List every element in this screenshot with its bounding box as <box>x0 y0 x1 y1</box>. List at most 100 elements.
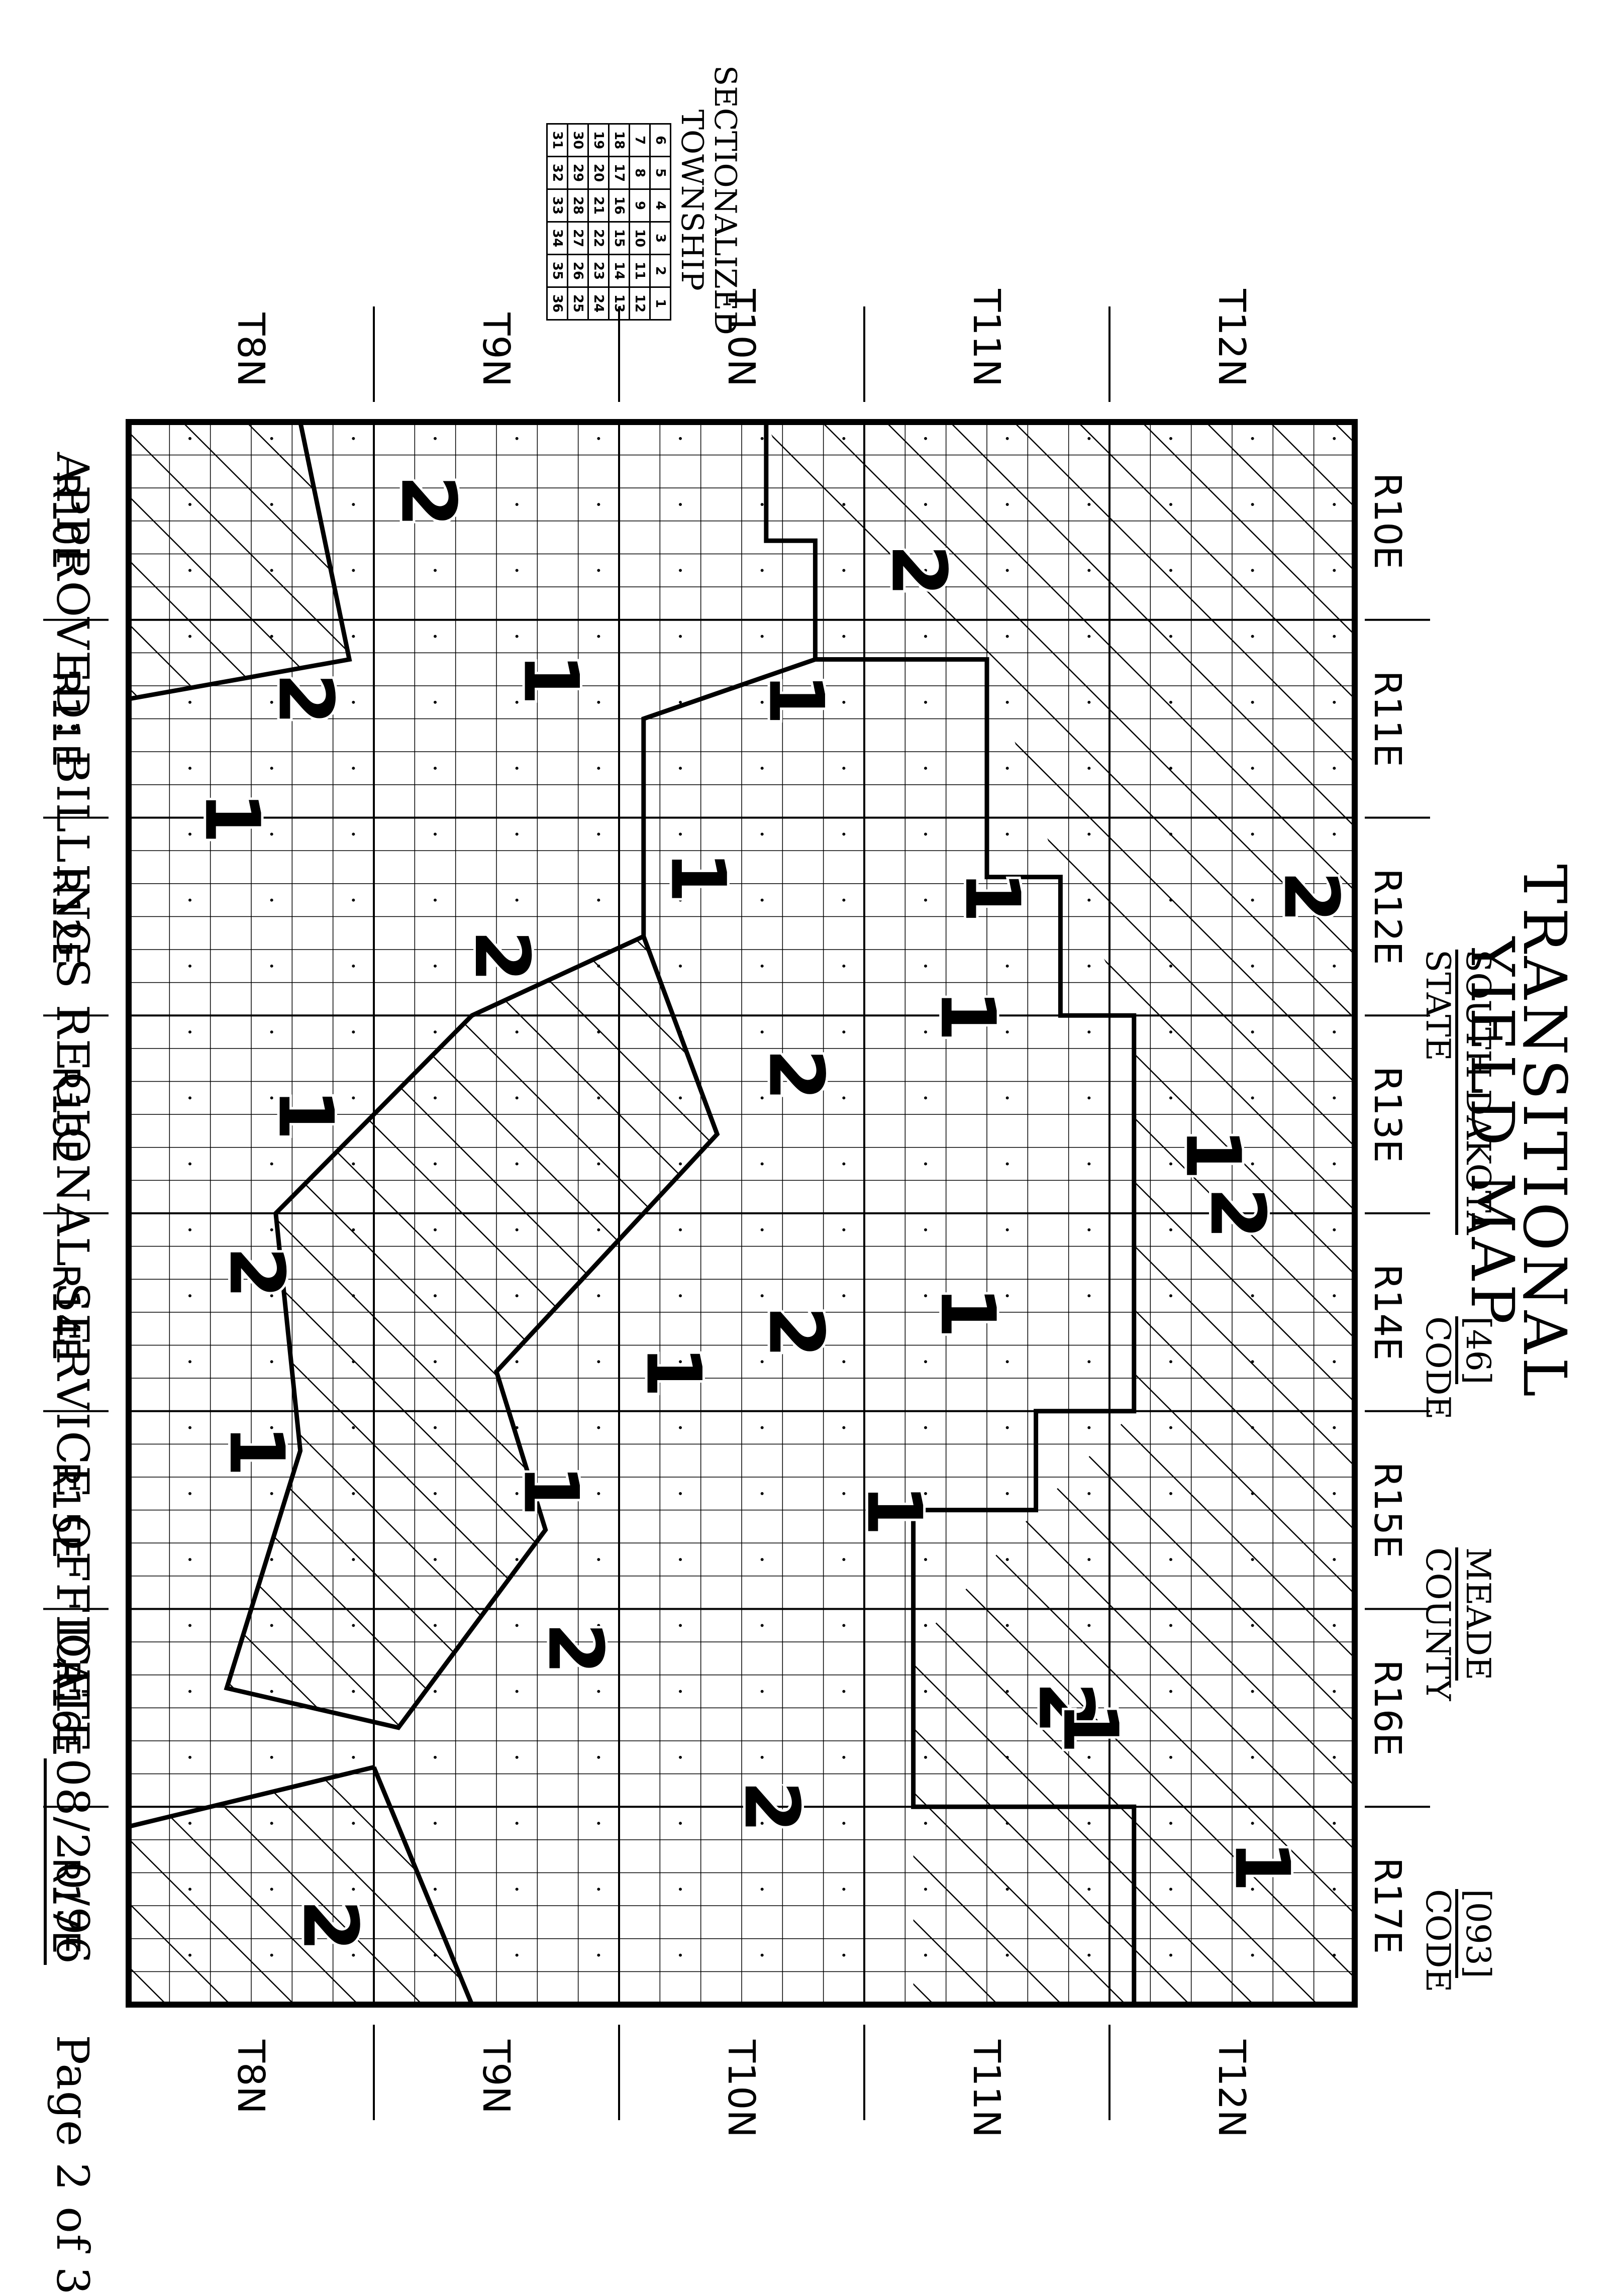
section-dot <box>1333 1096 1336 1100</box>
section-dot <box>515 1822 519 1825</box>
section-dot <box>1087 1228 1091 1231</box>
zone-label: 2 <box>1022 1682 1109 1734</box>
zone-label: 2 <box>752 1306 840 1358</box>
section-dot <box>1005 1624 1009 1627</box>
section-dot <box>760 503 764 506</box>
section-dot <box>1169 1822 1172 1825</box>
zone-label: 1 <box>213 1424 300 1477</box>
section-dot <box>842 767 846 770</box>
section-dot <box>924 1426 927 1429</box>
section-dot <box>270 1294 273 1298</box>
section-dot <box>188 898 191 902</box>
section-dot <box>1087 1888 1091 1891</box>
section-dot <box>1333 700 1336 704</box>
section-dot <box>1333 1228 1336 1231</box>
section-dot <box>1169 767 1172 770</box>
section-dot <box>188 503 191 506</box>
section-dot <box>679 635 682 638</box>
section-dot <box>1251 1294 1254 1298</box>
section-dot <box>188 1162 191 1166</box>
section-dot <box>924 635 927 638</box>
section-dot <box>760 635 764 638</box>
section-dot <box>924 1822 927 1825</box>
section-dot <box>679 569 682 572</box>
section-dot <box>188 1690 191 1693</box>
section-dot <box>270 1690 273 1693</box>
section-dot <box>597 1294 600 1298</box>
section-dot <box>1333 635 1336 638</box>
section-dot <box>352 1294 355 1298</box>
section-dot <box>1087 767 1091 770</box>
section-dot <box>188 1888 191 1891</box>
section-dot <box>515 569 519 572</box>
section-dot <box>1333 1690 1336 1693</box>
section-dot <box>515 1228 519 1231</box>
section-dot <box>597 1953 600 1957</box>
section-dot <box>1005 1690 1009 1693</box>
section-dot <box>597 898 600 902</box>
range-label-bottom: R11E <box>44 670 87 767</box>
zone-label: 2 <box>384 475 472 527</box>
section-dot <box>1169 635 1172 638</box>
section-dot <box>924 1162 927 1166</box>
section-dot <box>842 1096 846 1100</box>
section-dot <box>1087 1822 1091 1825</box>
section-dot <box>1251 1030 1254 1034</box>
section-dot <box>842 700 846 704</box>
footer-page: Page 2 of 3 <box>47 2035 98 2296</box>
section-dot <box>1169 1360 1172 1364</box>
section-dot <box>1087 1690 1091 1693</box>
section-dot <box>270 1096 273 1100</box>
section-dot <box>1333 1558 1336 1561</box>
section-dot <box>1333 569 1336 572</box>
section-dot <box>434 832 437 836</box>
section-dot <box>1251 437 1254 440</box>
section-dot <box>597 437 600 440</box>
section-dot <box>1169 1096 1172 1100</box>
section-dot <box>1169 1888 1172 1891</box>
section-dot <box>352 1360 355 1364</box>
section-dot <box>679 1492 682 1495</box>
section-dot <box>434 1360 437 1364</box>
section-dot <box>924 437 927 440</box>
section-dot <box>679 767 682 770</box>
section-dot <box>1005 832 1009 836</box>
section-dot <box>760 569 764 572</box>
section-dot <box>188 1953 191 1957</box>
section-dot <box>760 1228 764 1231</box>
section-dot <box>270 503 273 506</box>
township-label-right: T11N <box>965 2039 1008 2138</box>
section-dot <box>842 1228 846 1231</box>
section-dot <box>434 767 437 770</box>
section-dot <box>1005 1096 1009 1100</box>
zone-label: 1 <box>752 673 840 725</box>
zone-label: 1 <box>507 653 594 705</box>
section-dot <box>760 1953 764 1957</box>
section-dot <box>188 1030 191 1034</box>
section-dot <box>597 832 600 836</box>
section-dot <box>1333 767 1336 770</box>
section-dot <box>1169 1162 1172 1166</box>
range-label-top: R17E <box>1366 1857 1409 1954</box>
section-dot <box>842 635 846 638</box>
zone-label: 1 <box>948 871 1036 923</box>
section-dot <box>1005 1228 1009 1231</box>
section-dot <box>270 1822 273 1825</box>
section-dot <box>352 832 355 836</box>
township-label-right: T9N <box>474 2039 518 2114</box>
section-dot <box>352 1755 355 1759</box>
section-dot <box>679 700 682 704</box>
section-dot <box>515 437 519 440</box>
section-dot <box>352 635 355 638</box>
map-border <box>126 419 1358 2008</box>
section-dot <box>1251 1162 1254 1166</box>
section-dot <box>842 437 846 440</box>
section-dot <box>842 569 846 572</box>
section-dot <box>1005 1294 1009 1298</box>
section-dot <box>842 1492 846 1495</box>
section-dot <box>352 1228 355 1231</box>
section-dot <box>760 1294 764 1298</box>
section-dot <box>1005 1888 1009 1891</box>
section-dot <box>597 503 600 506</box>
zone-label: 1 <box>262 1088 349 1140</box>
